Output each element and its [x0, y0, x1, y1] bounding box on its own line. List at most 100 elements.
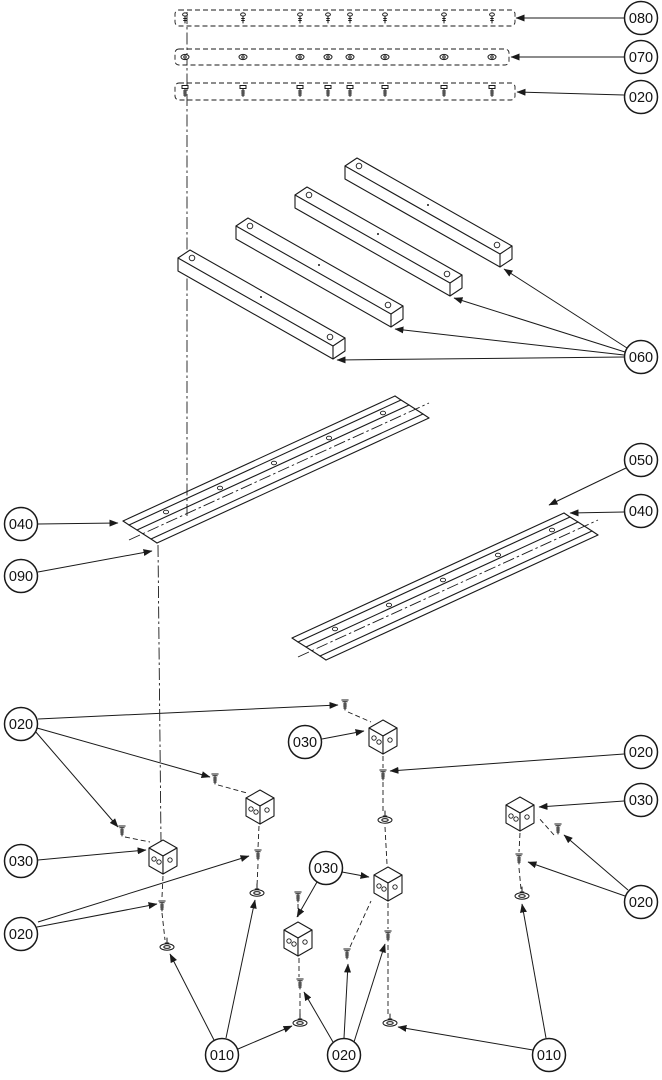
callout-010-right: 010 — [531, 1037, 567, 1073]
corner-cube-b — [245, 789, 275, 825]
leader-020-bottom — [343, 963, 352, 1039]
callout-label: 010 — [537, 1048, 561, 1064]
leader-020-left — [34, 730, 119, 828]
leader-020-top — [516, 88, 625, 96]
washer-icon — [380, 53, 390, 61]
corner-cube-d — [373, 866, 403, 902]
washer-icon — [487, 53, 497, 61]
callout-030-left: 030 — [3, 843, 39, 879]
washer-icon — [180, 53, 190, 61]
callout-040-right: 040 — [623, 493, 659, 529]
callout-060: 060 — [623, 339, 659, 375]
callout-070: 070 — [623, 39, 659, 75]
leader-010-right — [520, 903, 547, 1039]
fastener-row-070 — [174, 48, 510, 66]
leader-020-left-low — [36, 902, 158, 928]
bar-4 — [177, 249, 346, 360]
corner-cubes — [148, 719, 535, 957]
washer-icon — [345, 53, 355, 61]
callout-label: 030 — [293, 735, 317, 751]
leader-020-left-low — [37, 855, 250, 923]
assembly-dashed-chains — [124, 711, 555, 1014]
callout-010-left: 010 — [204, 1037, 240, 1073]
leader-030-mid-upper — [321, 729, 365, 740]
leader-060 — [503, 268, 628, 349]
leader-060 — [336, 356, 625, 364]
leader-010-left — [225, 899, 257, 1039]
leader-010-left — [169, 953, 215, 1041]
leader-020-right-low — [527, 861, 626, 897]
leader-020-bottom — [353, 943, 386, 1043]
callouts: 080 070 020 060 050 040 040 090 — [3, 0, 659, 1073]
leader-010-left — [237, 1025, 293, 1050]
callout-label: 020 — [332, 1048, 356, 1064]
crossmember-bars — [177, 157, 513, 360]
washer-icon — [439, 53, 449, 61]
corner-cube-e — [283, 921, 313, 957]
callout-040-left: 040 — [3, 506, 39, 542]
callout-label: 050 — [629, 453, 653, 469]
callout-030-mid-upper: 030 — [287, 724, 323, 760]
callout-label: 020 — [629, 745, 653, 761]
callout-label: 020 — [629, 895, 653, 911]
leader-050 — [548, 467, 627, 506]
leader-030-mid-lower — [296, 881, 318, 918]
leader-060 — [394, 326, 625, 356]
leader-lines — [34, 14, 629, 1051]
callout-020-left-low: 020 — [3, 916, 39, 952]
callout-label: 040 — [629, 504, 653, 520]
leader-020-left — [36, 727, 211, 779]
bar-3 — [235, 217, 404, 328]
bar-2 — [294, 186, 463, 297]
leader-010-right — [397, 1024, 534, 1051]
rail-centerline — [128, 402, 430, 541]
callout-label: 070 — [629, 50, 653, 66]
leader-020-left — [37, 701, 339, 720]
leader-090 — [37, 549, 153, 573]
callout-020-left: 020 — [3, 706, 39, 742]
corner-cube-a — [368, 719, 398, 755]
leader-020-right-mid — [389, 753, 625, 774]
corner-cube-c — [148, 839, 178, 875]
rail-left — [122, 395, 430, 544]
leader-020-bottom — [303, 991, 334, 1043]
callout-020-right-mid: 020 — [623, 734, 659, 770]
callout-020-right-low: 020 — [623, 884, 659, 920]
leader-040-right — [569, 509, 625, 517]
fastener-row-band — [174, 48, 510, 66]
callout-label: 080 — [629, 11, 653, 27]
leader-030-mid-lower — [341, 871, 370, 879]
callout-label: 030 — [314, 861, 338, 877]
corner-cube-f — [505, 796, 535, 832]
rail-right — [291, 512, 599, 661]
leader-030-left — [37, 847, 147, 861]
callout-label: 030 — [629, 793, 653, 809]
leader-060 — [453, 297, 626, 353]
washer-icon — [238, 53, 248, 61]
callout-label: 010 — [210, 1048, 234, 1064]
leader-030-right — [538, 800, 625, 810]
callout-050: 050 — [623, 442, 659, 478]
callout-030-right: 030 — [623, 782, 659, 818]
callout-020-bottom: 020 — [326, 1037, 362, 1073]
washer-icon — [323, 53, 333, 61]
callout-label: 020 — [629, 90, 653, 106]
callout-label: 020 — [9, 927, 33, 943]
callout-label: 090 — [9, 569, 33, 585]
centerline-lower — [157, 544, 162, 843]
callout-020-top: 020 — [623, 79, 659, 115]
bar-1 — [344, 157, 513, 268]
callout-label: 020 — [9, 717, 33, 733]
leader-040-left — [37, 519, 119, 527]
leader-020-right-low — [563, 834, 629, 891]
callout-label: 030 — [9, 854, 33, 870]
rail-centerline — [297, 519, 599, 658]
callout-030-mid-lower: 030 — [308, 850, 344, 886]
callout-label: 060 — [629, 350, 653, 366]
callout-label: 040 — [9, 517, 33, 533]
callout-080: 080 — [623, 0, 659, 36]
callout-090: 090 — [3, 558, 39, 594]
